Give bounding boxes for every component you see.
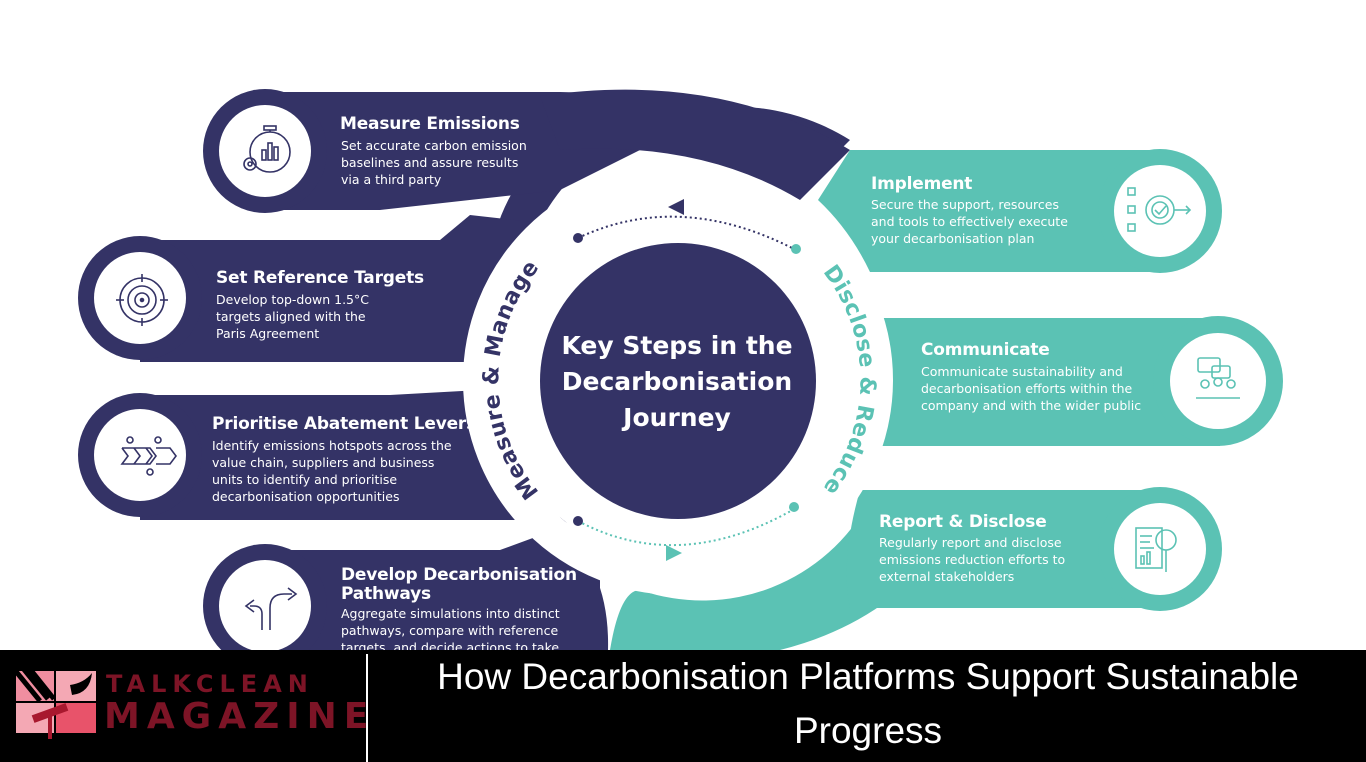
desc-line: Secure the support, resources: [871, 197, 1059, 212]
step-title: Set Reference Targets: [216, 268, 424, 288]
split-arrows-icon: [244, 587, 298, 630]
bottom-left-dot: [573, 516, 583, 526]
bottom-dotted-path: [577, 507, 797, 547]
step-bar-set-reference-targets: [140, 215, 560, 362]
step-bar-develop-pathways: [265, 528, 609, 650]
icon-circles: [94, 105, 1266, 650]
desc-line: units to identify and prioritise: [212, 472, 398, 487]
bottom-arrowhead-icon: [666, 545, 682, 561]
squeegee-logo-icon: [12, 665, 96, 739]
step-bar-communicate: [878, 318, 1220, 446]
cycle-arrows: [573, 199, 801, 561]
step-description: Identify emissions hotspots across the v…: [212, 437, 452, 505]
step-bar-measure-emissions: [265, 92, 640, 210]
desc-line: via a third party: [341, 172, 442, 187]
desc-line: emissions reduction efforts to: [879, 552, 1066, 567]
desc-line: decarbonisation efforts within the: [921, 381, 1133, 396]
process-check-icon: [1127, 187, 1192, 232]
step-title: Develop Decarbonisation: [341, 565, 577, 585]
top-arrowhead-icon: [668, 199, 684, 215]
desc-line: decarbonisation opportunities: [212, 489, 400, 504]
desc-line: and tools to effectively execute: [871, 214, 1068, 229]
logo-text-magazine: MAGAZINE: [104, 696, 376, 737]
top-left-dot: [573, 233, 583, 243]
step-title-line2: Pathways: [341, 584, 431, 604]
step-description: Develop top-down 1.5°C targets aligned w…: [216, 291, 369, 342]
desc-line: value chain, suppliers and business: [212, 455, 435, 470]
desc-line: company and with the wider public: [921, 398, 1142, 413]
step-bar-report-disclose: [846, 490, 1160, 608]
step-title: Measure Emissions: [340, 114, 520, 134]
report-magnifier-icon: [1135, 527, 1177, 572]
center-title-line: Decarbonisation: [561, 367, 793, 396]
desc-line: baselines and assure results: [341, 155, 519, 170]
desc-line: external stakeholders: [879, 569, 1015, 584]
center-title-line: Key Steps in the: [561, 331, 793, 360]
target-crosshair-icon: [116, 274, 168, 326]
step-title: Prioritise Abatement Levers: [212, 414, 477, 434]
desc-line: Identify emissions hotspots across the: [212, 438, 452, 453]
stopwatch-chart-gear-icon: [243, 125, 291, 173]
step-title: Report & Disclose: [879, 512, 1047, 532]
desc-line: Communicate sustainability and: [921, 364, 1123, 379]
step-description: Regularly report and disclose emissions …: [879, 534, 1065, 585]
step-title: Communicate: [921, 340, 1050, 360]
top-right-dot: [791, 244, 801, 254]
step-description: Set accurate carbon emission baselines a…: [341, 137, 527, 188]
desc-line: Aggregate simulations into distinct: [341, 606, 560, 621]
step-bar-implement: [818, 150, 1160, 272]
desc-line: Paris Agreement: [216, 326, 320, 341]
logo-text-talkclean: TALKCLEAN: [106, 670, 314, 698]
value-chain-chevrons-icon: [120, 436, 177, 476]
step-description: Secure the support, resources and tools …: [871, 196, 1068, 247]
desc-line: targets aligned with the: [216, 309, 366, 324]
center-circle: [540, 243, 816, 519]
desc-line: Develop top-down 1.5°C: [216, 292, 369, 307]
desc-line: pathways, compare with reference: [341, 623, 559, 638]
center-title: Key Steps in the Decarbonisation Journey: [548, 328, 806, 436]
bottom-right-dot: [789, 502, 799, 512]
article-headline: How Decarbonisation Platforms Support Su…: [437, 656, 1299, 751]
decarbonisation-diagram: Measure & Manage Disclose & Reduce: [78, 89, 1283, 650]
step-description: Aggregate simulations into distinct path…: [341, 605, 560, 656]
desc-line: your decarbonisation plan: [871, 231, 1035, 246]
meeting-chat-icon: [1196, 357, 1240, 399]
step-bar-prioritise-abatement: [140, 390, 520, 520]
center-title-line: Journey: [623, 403, 731, 432]
desc-line: Set accurate carbon emission: [341, 138, 527, 153]
banner-divider: [366, 654, 368, 762]
step-description: Communicate sustainability and decarboni…: [921, 363, 1141, 414]
step-title: Implement: [871, 174, 973, 194]
desc-line: Regularly report and disclose: [879, 535, 1062, 550]
bottom-banner: [0, 650, 1366, 762]
